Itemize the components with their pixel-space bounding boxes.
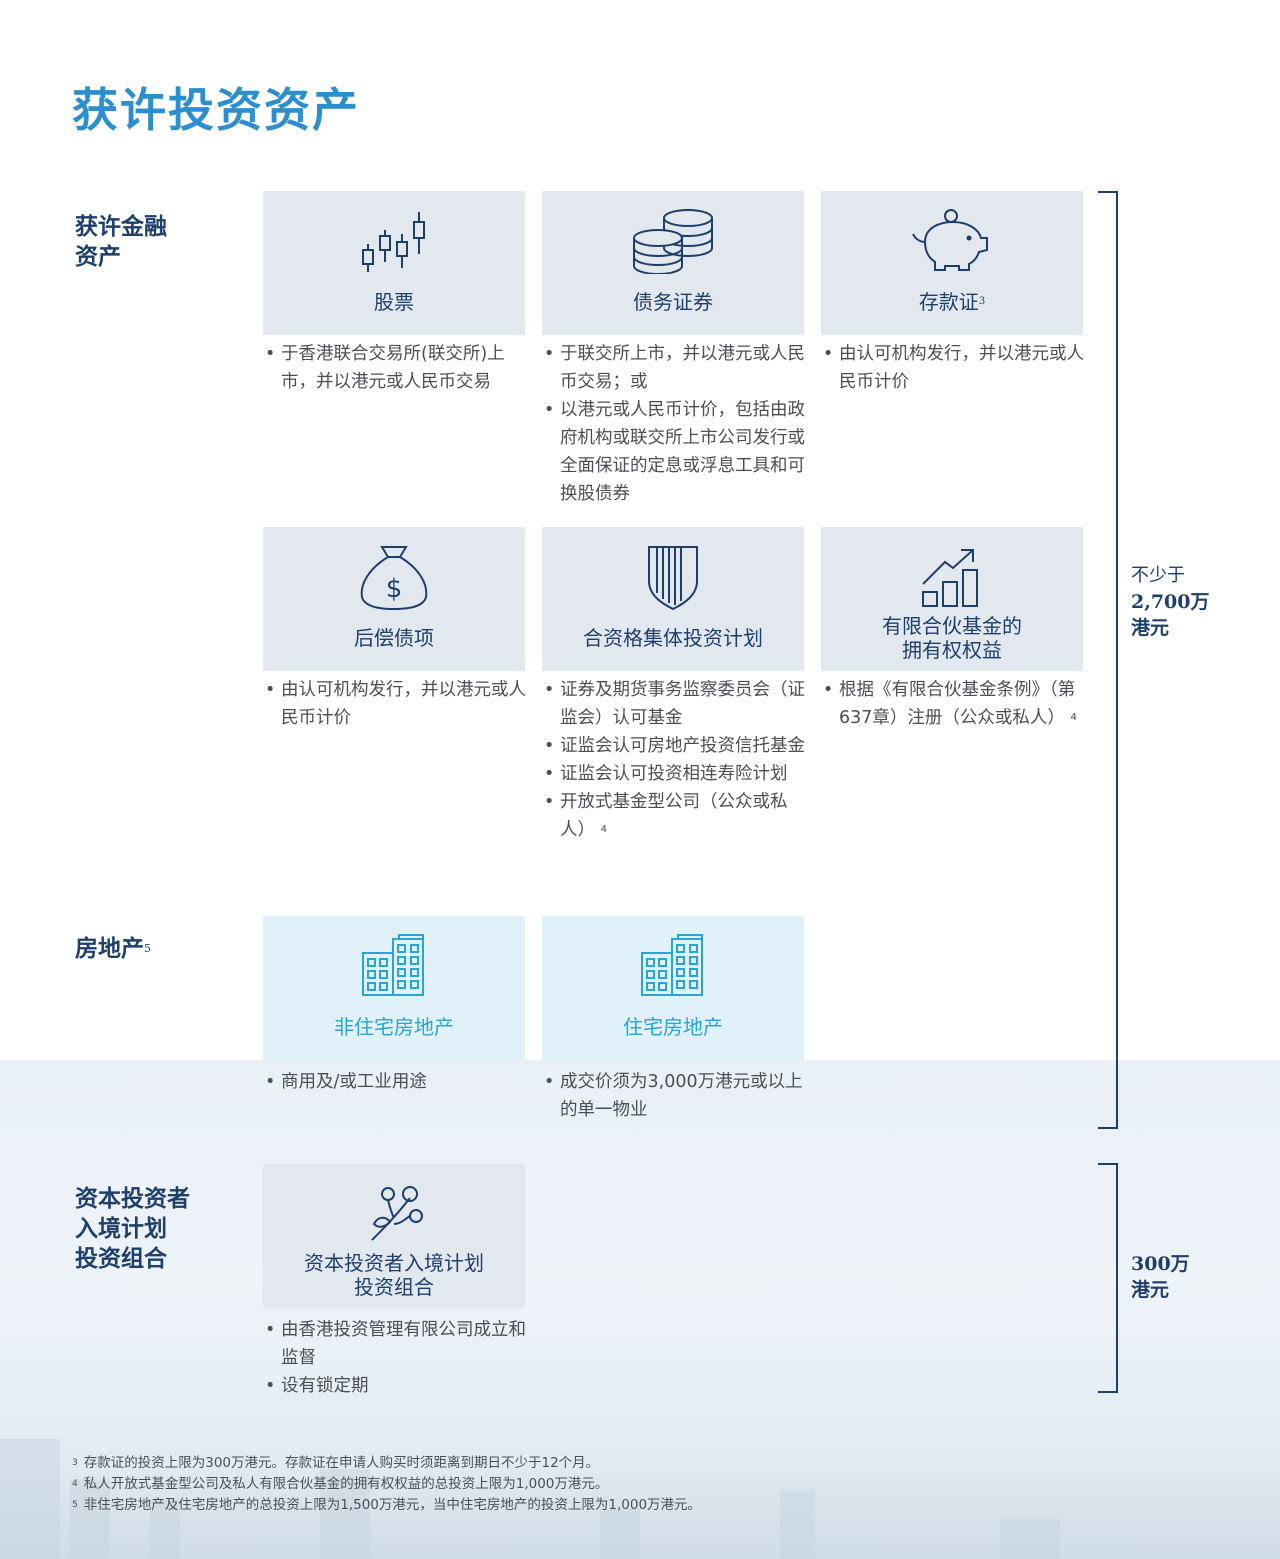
- amount-lower: 300万 港元: [1131, 1251, 1190, 1303]
- piggy-bank-icon: [907, 205, 997, 277]
- list-item: 证监会认可投资相连寿险计划: [542, 760, 807, 788]
- card-subordinated-debt: $ 后偿债项: [263, 527, 525, 671]
- list-item: 以港元或人民币计价，包括由政府机构或联交所上市公司发行或全面保证的定息或浮息工具…: [542, 396, 807, 508]
- debt-bullets: 于联交所上市，并以港元或人民币交易；或 以港元或人民币计价，包括由政府机构或联交…: [542, 340, 807, 508]
- list-item: 由认可机构发行，并以港元或人民币计价: [821, 340, 1086, 396]
- amount-prefix: 不少于: [1131, 565, 1185, 586]
- card-eligible-cis: 合资格集体投资计划: [542, 527, 804, 671]
- footnote: 4 私人开放式基金型公司及私人有限合伙基金的拥有权权益的总投资上限为1,000万港…: [72, 1474, 1072, 1495]
- buildings-icon: [359, 930, 429, 1002]
- card-label-line: 资本投资者入境计划: [304, 1251, 484, 1275]
- row-label-text: 房地产: [75, 935, 144, 962]
- list-item-text: 根据《有限合伙基金条例》（第637章）注册（公众或私人）: [839, 680, 1076, 728]
- card-label-line: 有限合伙基金的: [882, 614, 1022, 638]
- row-label-line: 入境计划: [75, 1215, 167, 1242]
- footnote-marker: 4: [600, 824, 607, 835]
- row-label-real-estate: 房地产5: [75, 934, 151, 964]
- card-label: 债务证券: [633, 290, 713, 314]
- stocks-bullets: 于香港联合交易所(联交所)上市，并以港元或人民币交易: [263, 340, 528, 396]
- bracket-upper: [1098, 191, 1118, 1129]
- row-label-line: 资产: [75, 243, 121, 270]
- list-item-text: 开放式基金型公司（公众或私人）: [560, 792, 788, 840]
- list-item: 证监会认可房地产投资信托基金: [542, 732, 807, 760]
- footnote: 5 非住宅房地产及住宅房地产的总投资上限为1,500万港元，当中住宅房地产的投资上…: [72, 1495, 1072, 1516]
- non-residential-bullets: 商用及/或工业用途: [263, 1068, 528, 1096]
- list-item: 证券及期货事务监察委员会（证监会）认可基金: [542, 676, 807, 732]
- skyline-background: [0, 1060, 1280, 1559]
- amount-unit: 港元: [1131, 617, 1170, 639]
- card-label-text: 存款证: [918, 290, 979, 314]
- footnote: 3 存款证的投资上限为300万港元。存款证在申请人购买时须距离到期日不少于12个月…: [72, 1453, 1072, 1474]
- card-non-residential: 非住宅房地产: [263, 916, 525, 1060]
- buildings-icon: [638, 930, 708, 1002]
- card-label: 股票: [374, 290, 414, 314]
- list-item: 于香港联合交易所(联交所)上市，并以港元或人民币交易: [263, 340, 528, 396]
- bracket-lower: [1098, 1163, 1118, 1393]
- list-item: 商用及/或工业用途: [263, 1068, 528, 1096]
- card-label-line: 投资组合: [354, 1275, 434, 1299]
- card-cies-portfolio: 资本投资者入境计划 投资组合: [263, 1164, 525, 1308]
- row-label-line: 获许金融: [75, 213, 167, 240]
- card-stocks: 股票: [263, 191, 525, 335]
- coins-icon: [628, 205, 718, 277]
- cis-bullets: 证券及期货事务监察委员会（证监会）认可基金 证监会认可房地产投资信托基金 证监会…: [542, 676, 807, 844]
- row-label-financial: 获许金融 资产: [75, 212, 167, 272]
- plant-icon: [364, 1178, 424, 1250]
- footnote-marker: 3: [978, 296, 986, 307]
- amount-unit: 港元: [1131, 1279, 1170, 1301]
- residential-bullets: 成交价须为3,000万港元或以上的单一物业: [542, 1068, 807, 1124]
- list-item: 成交价须为3,000万港元或以上的单一物业: [542, 1068, 807, 1124]
- footnotes: 3 存款证的投资上限为300万港元。存款证在申请人购买时须距离到期日不少于12个月…: [72, 1453, 1072, 1516]
- card-label-line: 拥有权权益: [902, 638, 1002, 662]
- row-label-line: 资本投资者: [75, 1185, 190, 1212]
- card-label: 后偿债项: [354, 626, 434, 650]
- list-item: 于联交所上市，并以港元或人民币交易；或: [542, 340, 807, 396]
- list-item: 开放式基金型公司（公众或私人） 4: [542, 788, 807, 844]
- footnote-text: 存款证的投资上限为300万港元。存款证在申请人购买时须距离到期日不少于12个月。: [83, 1455, 600, 1471]
- lpf-bullets: 根据《有限合伙基金条例》（第637章）注册（公众或私人） 4: [821, 676, 1086, 732]
- list-item: 由认可机构发行，并以港元或人民币计价: [263, 676, 528, 732]
- card-label: 非住宅房地产: [334, 1015, 454, 1039]
- list-item: 设有锁定期: [263, 1372, 528, 1400]
- candlestick-icon: [354, 205, 434, 277]
- amount-upper: 不少于 2,700万 港元: [1131, 563, 1210, 641]
- page-title: 获许投资资产: [72, 83, 360, 137]
- footnote-marker: 4: [1070, 712, 1077, 723]
- growth-chart-icon: [919, 541, 985, 613]
- shield-icon: [643, 541, 703, 613]
- row-label-line: 投资组合: [75, 1245, 167, 1272]
- money-bag-icon: $: [356, 541, 432, 613]
- row-label-cies: 资本投资者 入境计划 投资组合: [75, 1184, 190, 1274]
- footnote-text: 非住宅房地产及住宅房地产的总投资上限为1,500万港元，当中住宅房地产的投资上限…: [83, 1497, 702, 1513]
- footnote-marker: 5: [144, 942, 151, 955]
- card-lpf-interests: 有限合伙基金的 拥有权权益: [821, 527, 1083, 671]
- footnote-number: 3: [72, 1458, 78, 1468]
- footnote-number: 4: [72, 1479, 78, 1489]
- card-label: 合资格集体投资计划: [583, 626, 763, 650]
- cies-portfolio-bullets: 由香港投资管理有限公司成立和监督 设有锁定期: [263, 1316, 528, 1400]
- card-label: 住宅房地产: [623, 1015, 723, 1039]
- subordinated-bullets: 由认可机构发行，并以港元或人民币计价: [263, 676, 528, 732]
- list-item: 根据《有限合伙基金条例》（第637章）注册（公众或私人） 4: [821, 676, 1086, 732]
- amount-value: 2,700万: [1131, 591, 1210, 613]
- card-debt-securities: 债务证券: [542, 191, 804, 335]
- deposit-bullets: 由认可机构发行，并以港元或人民币计价: [821, 340, 1086, 396]
- list-item: 由香港投资管理有限公司成立和监督: [263, 1316, 528, 1372]
- card-residential: 住宅房地产: [542, 916, 804, 1060]
- footnote-number: 5: [72, 1500, 78, 1510]
- card-label: 有限合伙基金的 拥有权权益: [882, 613, 1022, 671]
- footnote-text: 私人开放式基金型公司及私人有限合伙基金的拥有权权益的总投资上限为1,000万港元…: [83, 1476, 609, 1492]
- amount-value: 300万: [1131, 1253, 1190, 1275]
- card-label: 资本投资者入境计划 投资组合: [304, 1250, 484, 1308]
- svg-text:$: $: [386, 574, 403, 604]
